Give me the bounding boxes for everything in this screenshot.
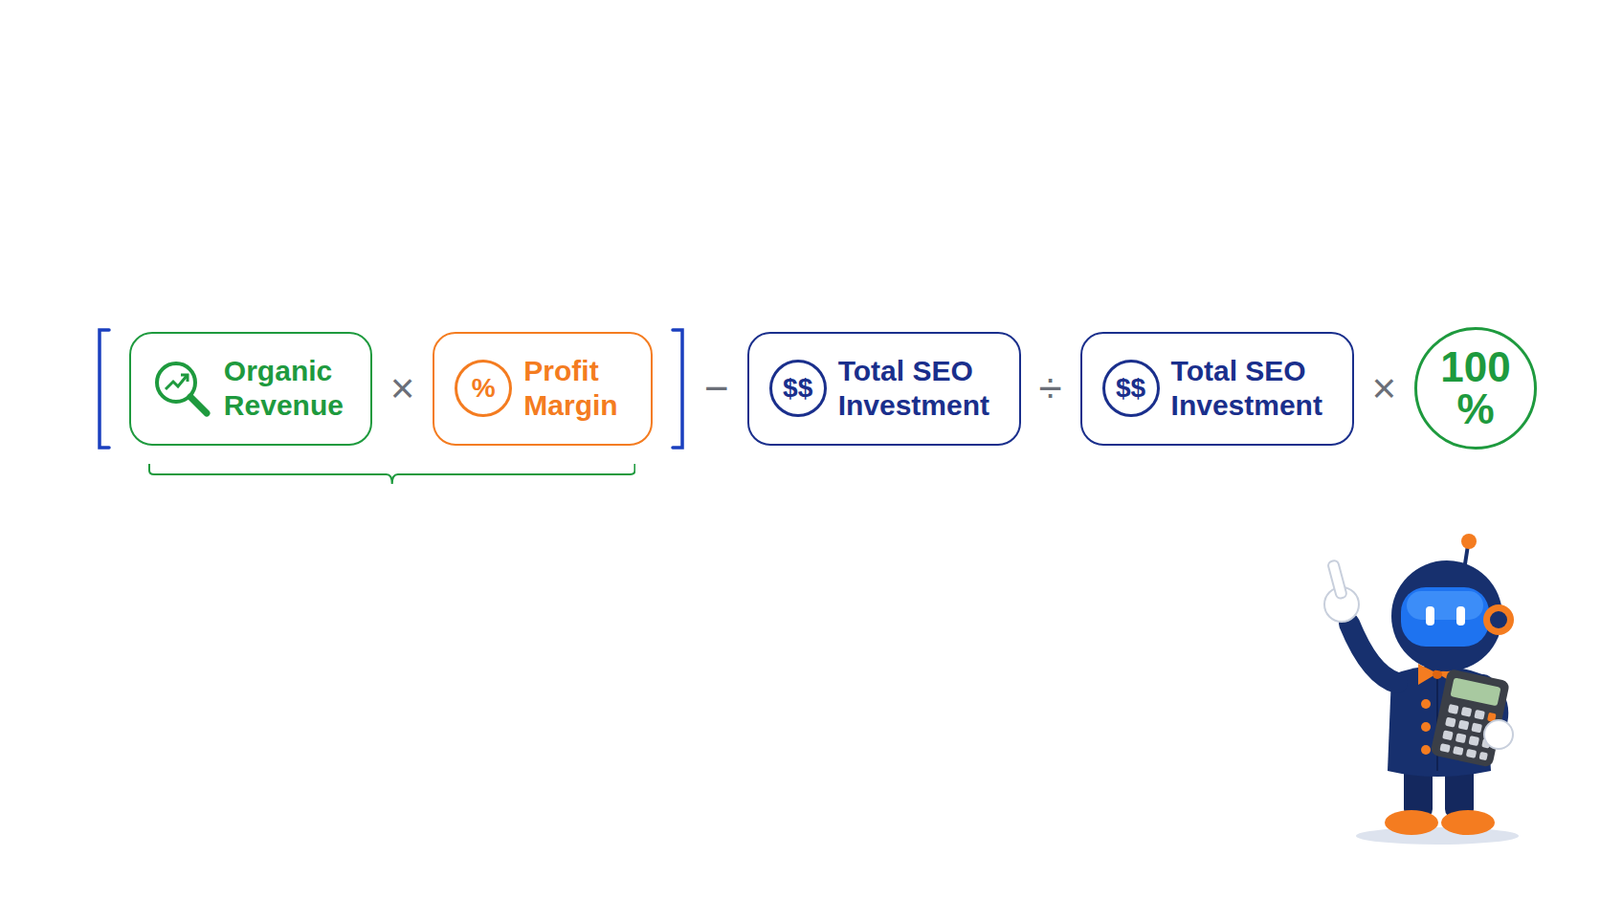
- robot-mascot: [1303, 532, 1543, 848]
- percent-circle: 100 %: [1414, 327, 1537, 450]
- node-text: Total SEO Investment: [838, 354, 1000, 423]
- operator: ×: [390, 367, 416, 410]
- node-text: Total SEO Investment: [1171, 354, 1333, 423]
- icon-symbol: $$: [769, 359, 827, 418]
- node-text: Profit Margin: [523, 354, 631, 423]
- node-text: Organic Revenue: [223, 354, 351, 423]
- icon-symbol: %: [454, 359, 512, 418]
- formula-box: $$Total SEO Investment: [1080, 332, 1355, 446]
- right-bracket: [670, 328, 687, 450]
- operator: ÷: [1039, 367, 1063, 410]
- operator: −: [704, 367, 730, 410]
- formula-box: %Profit Margin: [432, 332, 653, 446]
- underbrace: [148, 463, 636, 492]
- formula-box: Organic Revenue: [129, 332, 373, 446]
- formula-box: $$Total SEO Investment: [747, 332, 1022, 446]
- icon-symbol: $$: [1102, 359, 1160, 418]
- left-bracket: [95, 328, 112, 450]
- magnifier-icon: [151, 357, 213, 420]
- operator: ×: [1371, 367, 1397, 410]
- node-text: 100 %: [1431, 346, 1520, 431]
